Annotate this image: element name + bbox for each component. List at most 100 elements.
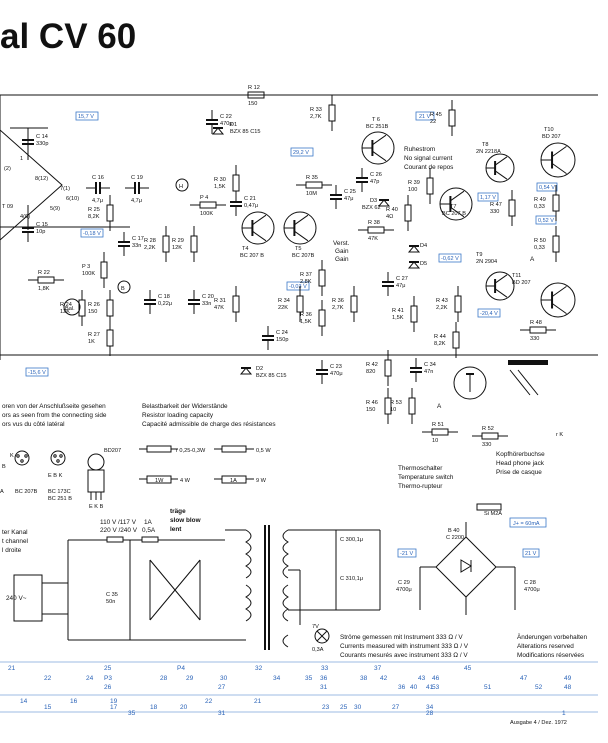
t9-type: 2N 2904: [476, 259, 497, 265]
svg-text:R 44: R 44: [434, 334, 446, 340]
svg-text:50n: 50n: [106, 599, 115, 605]
grid-number: 51: [484, 684, 492, 691]
svg-text:2,2K: 2,2K: [144, 245, 156, 251]
svg-text:1K: 1K: [88, 339, 95, 345]
svg-text:Prise de casque: Prise de casque: [496, 469, 542, 476]
grid-number: 32: [255, 665, 263, 672]
resistor-r22: R 221,8K: [28, 270, 64, 292]
svg-text:BC 173C: BC 173C: [48, 489, 71, 495]
voltage-tag-13: 21 V: [522, 548, 540, 558]
transformer: [225, 525, 380, 650]
grid-number: 40: [410, 684, 418, 691]
svg-text:Head phone jack: Head phone jack: [496, 460, 545, 467]
svg-text:BD207: BD207: [104, 448, 121, 454]
voltage-tag-5: -0,03 V: [286, 281, 310, 291]
voltage-tag-12: -21 V: [397, 548, 417, 558]
svg-text:2,2K: 2,2K: [436, 305, 448, 311]
svg-text:Bal.: Bal.: [65, 306, 75, 312]
grid-number: 33: [321, 665, 329, 672]
grid-number: 52: [535, 684, 543, 691]
voltage-tag-3: 21 V: [415, 111, 435, 121]
svg-text:10M: 10M: [306, 191, 317, 197]
svg-text:C 23: C 23: [330, 364, 342, 370]
svg-text:-21 V: -21 V: [400, 551, 413, 557]
capacitor-c21: C 210,47μ: [230, 192, 258, 216]
svg-text:oren von der Anschlußseite ges: oren von der Anschlußseite gesehen: [2, 403, 106, 410]
svg-text:C 18: C 18: [158, 294, 170, 300]
svg-text:R 33: R 33: [310, 107, 322, 113]
pinout-bc173c: E B K BC 173C BC 251 B: [48, 450, 72, 502]
svg-text:47K: 47K: [368, 236, 378, 242]
svg-text:0,1μ: 0,1μ: [352, 537, 363, 543]
svg-text:R 38: R 38: [368, 220, 380, 226]
svg-text:Änderungen vorbehalten: Änderungen vorbehalten: [517, 633, 587, 641]
t7-label: T7: [450, 204, 457, 210]
grid-number: 18: [150, 704, 158, 711]
svg-text:100: 100: [408, 187, 417, 193]
svg-text:R 42: R 42: [366, 362, 378, 368]
svg-text:0,5 W: 0,5 W: [256, 448, 271, 454]
capacitor-c19: C 194,7μ: [125, 175, 149, 204]
svg-text:R 24: R 24: [60, 302, 72, 308]
svg-text:R 49: R 49: [534, 197, 546, 203]
svg-text:A: A: [437, 403, 442, 410]
svg-text:Kopfhörerbuchse: Kopfhörerbuchse: [496, 451, 545, 458]
grid-number: 31: [320, 684, 328, 691]
svg-text:Gain: Gain: [335, 248, 349, 255]
svg-text:47K: 47K: [214, 305, 224, 311]
svg-text:R 46: R 46: [366, 400, 378, 406]
svg-text:(2): (2): [4, 166, 11, 172]
grid-number: 19: [110, 698, 118, 705]
svg-text:0,22μ: 0,22μ: [158, 301, 172, 307]
svg-text:R 29: R 29: [172, 238, 184, 244]
svg-text:Verst.: Verst.: [333, 240, 350, 247]
grid-number: 23: [322, 704, 330, 711]
grid-number: 17: [110, 704, 118, 711]
svg-text:R 40: R 40: [386, 207, 398, 213]
svg-text:7V: 7V: [312, 624, 319, 630]
voltage-tag-4: -0,18 V: [80, 228, 104, 238]
supply-rails: [0, 94, 598, 360]
svg-text:150p: 150p: [276, 337, 288, 343]
edition: Ausgabe 4 / Dez. 1972: [510, 720, 567, 726]
svg-text:2,8K: 2,8K: [300, 279, 312, 285]
svg-text:29,2 V: 29,2 V: [293, 150, 309, 156]
grid-number: 26: [104, 684, 112, 691]
svg-text:r K: r K: [556, 432, 563, 438]
voltage-tag-11: -15,6 V: [25, 367, 49, 377]
voltage-tag-10: -0,62 V: [438, 253, 462, 263]
grid-number: 20: [180, 704, 188, 711]
grid-number: 36: [320, 675, 328, 682]
svg-text:Capacité admissible de charge: Capacité admissible de charge des résist…: [142, 421, 276, 428]
svg-text:R 47: R 47: [490, 202, 502, 208]
svg-text:C 17: C 17: [132, 236, 144, 242]
svg-text:47p: 47p: [370, 179, 379, 185]
svg-text:slow blow: slow blow: [170, 517, 201, 524]
svg-text:BZX 62: BZX 62: [362, 205, 381, 211]
svg-text:t channel: t channel: [2, 538, 28, 545]
transistor-t4: [241, 211, 275, 245]
voltage-tag-14: J+ = 60mA: [509, 517, 547, 528]
resistor-r37: R 372,8K: [300, 260, 326, 296]
grid-number: 25: [104, 665, 112, 672]
svg-text:Alterations reserved: Alterations reserved: [517, 643, 574, 650]
svg-text:BZX 85 C15: BZX 85 C15: [230, 129, 260, 135]
transistor-t6: [361, 131, 395, 165]
svg-text:0,1μ: 0,1μ: [352, 576, 363, 582]
svg-text:Ströme gemessen mit Instrument: Ströme gemessen mit Instrument 333 Ω / V: [340, 634, 463, 641]
svg-text:R 35: R 35: [306, 175, 318, 181]
svg-text:1,8K: 1,8K: [38, 286, 50, 292]
diode-d4: [407, 245, 421, 253]
svg-text:Courants mesurés avec instrume: Courants mesurés avec instrument 333 Ω /…: [340, 652, 468, 659]
svg-text:21 V: 21 V: [419, 114, 431, 120]
